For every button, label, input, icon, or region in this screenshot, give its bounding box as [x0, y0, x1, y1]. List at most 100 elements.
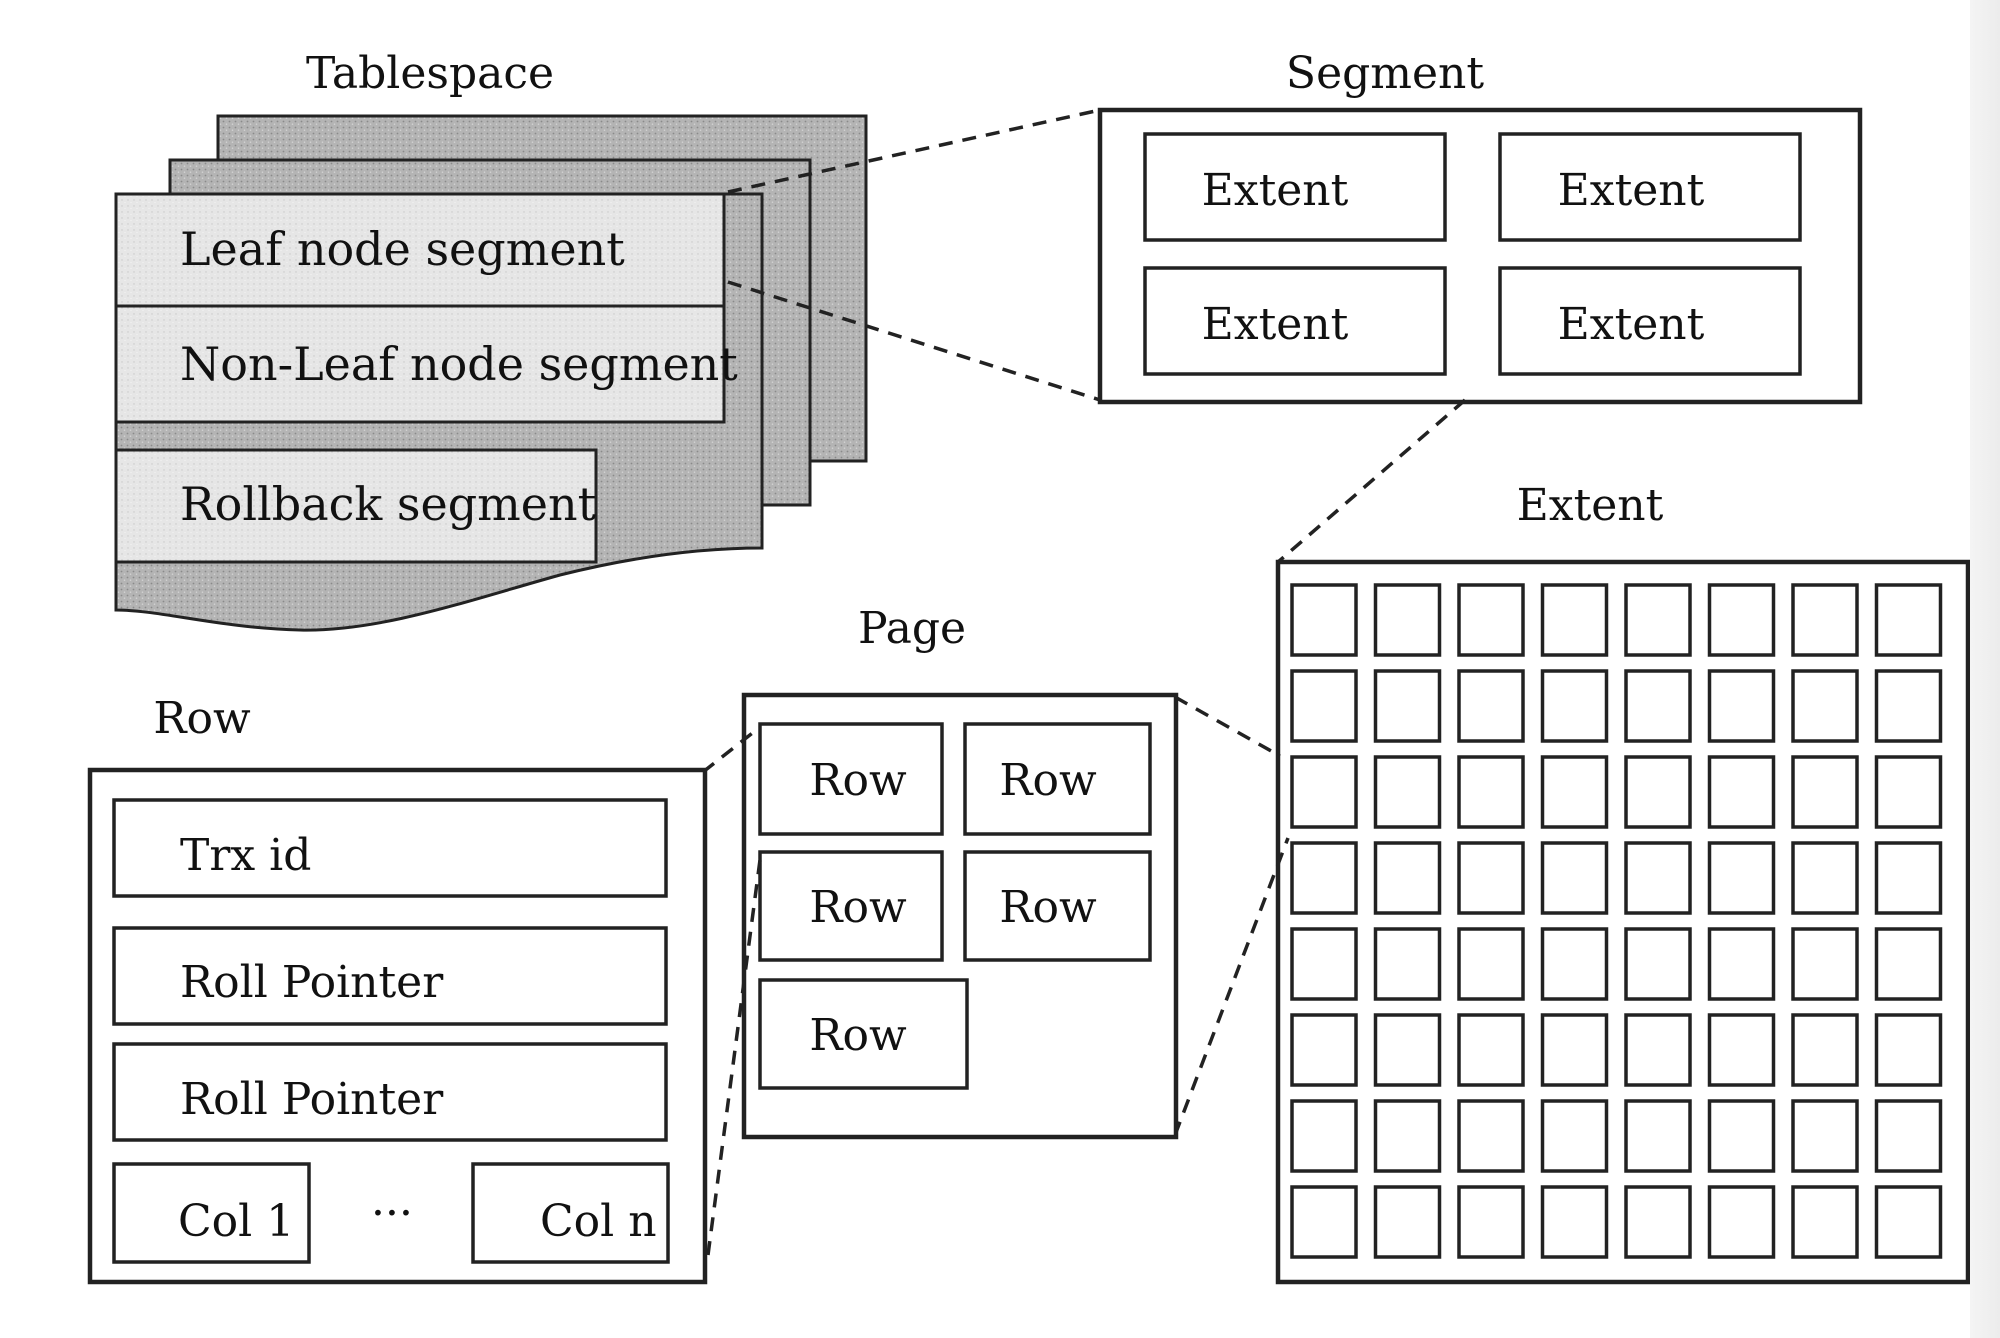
extent-page-cell: [1540, 1099, 1609, 1173]
extent-page-cell: [1540, 927, 1609, 1001]
extent-page-cell: [1791, 1099, 1859, 1173]
roll-pointer-label-1: Roll Pointer: [180, 957, 444, 1008]
page-row-5: [758, 978, 969, 1090]
extent-page-cell: [1457, 669, 1525, 743]
col-n-field: [471, 1162, 670, 1264]
col-1-field: [112, 1162, 311, 1264]
roll-pointer-label-2: Roll Pointer: [180, 1074, 444, 1125]
extent-page-cell: [1373, 841, 1442, 915]
page-row-3: [758, 850, 944, 962]
rollback-segment-band: [114, 448, 598, 564]
extent-page-cell: [1791, 669, 1859, 743]
col-n-label: Col n: [540, 1196, 657, 1247]
trx-id-label: Trx id: [180, 830, 311, 881]
extent-page-cell: [1791, 583, 1859, 657]
extent-page-cell: [1290, 1185, 1358, 1259]
segment-extent-4: [1498, 266, 1802, 376]
segment-extent-2: [1498, 132, 1802, 242]
tablespace-title: Tablespace: [306, 48, 554, 99]
segment-group: Segment Extent Extent Extent Extent: [1097, 48, 1863, 405]
extent-page-cell: [1457, 755, 1525, 829]
extent-page-cell: [1874, 755, 1943, 829]
extent-page-cell: [1290, 1013, 1358, 1087]
segment-extent-2-label: Extent: [1558, 165, 1705, 216]
extent-page-cell: [1540, 755, 1609, 829]
extent-page-cell: [1457, 927, 1525, 1001]
extent-page-cell: [1791, 755, 1859, 829]
page-row-4-label: Row: [999, 882, 1097, 933]
page-row-2: [963, 722, 1152, 836]
roll-pointer-field-1: [112, 926, 668, 1026]
extent-page-cell: [1457, 1099, 1525, 1173]
extent-page-cell: [1624, 927, 1692, 1001]
connector-row-page-bottom: [706, 859, 762, 1256]
extent-page-cell: [1707, 841, 1776, 915]
extent-page-cell: [1290, 927, 1358, 1001]
extent-page-cell: [1540, 841, 1609, 915]
extent-page-cell: [1624, 755, 1692, 829]
extent-page-cell: [1624, 669, 1692, 743]
extent-page-cell: [1874, 1099, 1943, 1173]
extent-page-cell: [1624, 841, 1692, 915]
row-title: Row: [153, 693, 251, 744]
leaf-node-segment-label: Leaf node segment: [180, 222, 625, 276]
extent-page-cell: [1457, 841, 1525, 915]
extent-page-cell: [1624, 1099, 1692, 1173]
extent-page-cell: [1707, 927, 1776, 1001]
segment-extent-3: [1143, 266, 1447, 376]
extent-page-cell: [1624, 1185, 1692, 1259]
page-row-4: [963, 850, 1152, 962]
extent-page-cell: [1540, 1013, 1609, 1087]
extent-page-cell: [1290, 669, 1358, 743]
extent-page-cell: [1791, 1185, 1859, 1259]
connector-tablespace-segment-top: [727, 108, 1101, 194]
non-leaf-node-segment-label: Non-Leaf node segment: [180, 337, 738, 391]
extent-page-cell: [1457, 1185, 1525, 1259]
connector-page-extent-top: [1174, 695, 1281, 758]
trx-id-field: [112, 798, 668, 898]
extent-page-cell: [1290, 1099, 1358, 1173]
extent-page-cell: [1624, 583, 1692, 657]
page-row-1-label: Row: [809, 755, 907, 806]
window-edge: [1970, 0, 2000, 1338]
extent-page-cell: [1874, 927, 1943, 1001]
extent-page-grid: [1290, 583, 1943, 1259]
rollback-segment-label: Rollback segment: [180, 477, 597, 531]
segment-extent-1-label: Extent: [1202, 165, 1349, 216]
page-row-2-label: Row: [999, 755, 1097, 806]
row-group: Row Trx id Roll Pointer Roll Pointer Col…: [87, 693, 708, 1285]
extent-page-cell: [1373, 669, 1442, 743]
connector-page-extent-bottom: [1173, 837, 1290, 1136]
connector-segment-extent: [1276, 398, 1467, 564]
extent-page-cell: [1290, 755, 1358, 829]
extent-page-cell: [1540, 583, 1609, 657]
non-leaf-node-segment-band: [114, 304, 726, 424]
tablespace-group: Tablespace Leaf node segment Non-Leaf no…: [114, 48, 868, 632]
extent-page-cell: [1707, 669, 1776, 743]
extent-page-cell: [1874, 1185, 1943, 1259]
page-row-5-label: Row: [809, 1010, 907, 1061]
extent-page-cell: [1624, 1013, 1692, 1087]
page-title: Page: [858, 603, 966, 654]
connector-row-page-top: [701, 725, 762, 774]
extent-page-cell: [1457, 583, 1525, 657]
extent-page-cell: [1791, 841, 1859, 915]
extent-page-cell: [1707, 755, 1776, 829]
extent-page-cell: [1707, 1099, 1776, 1173]
extent-page-cell: [1707, 1185, 1776, 1259]
extent-page-cell: [1707, 1013, 1776, 1087]
extent-page-cell: [1874, 1013, 1943, 1087]
extent-page-cell: [1791, 1013, 1859, 1087]
extent-page-cell: [1373, 1185, 1442, 1259]
extent-page-cell: [1457, 1013, 1525, 1087]
page-row-1: [758, 722, 944, 836]
segment-extent-4-label: Extent: [1558, 299, 1705, 350]
extent-page-cell: [1373, 927, 1442, 1001]
extent-page-cell: [1290, 841, 1358, 915]
extent-page-cell: [1290, 583, 1358, 657]
extent-title: Extent: [1517, 480, 1664, 531]
leaf-node-segment-band: [114, 192, 726, 308]
column-ellipsis: ···: [371, 1188, 413, 1239]
extent-page-cell: [1874, 669, 1943, 743]
